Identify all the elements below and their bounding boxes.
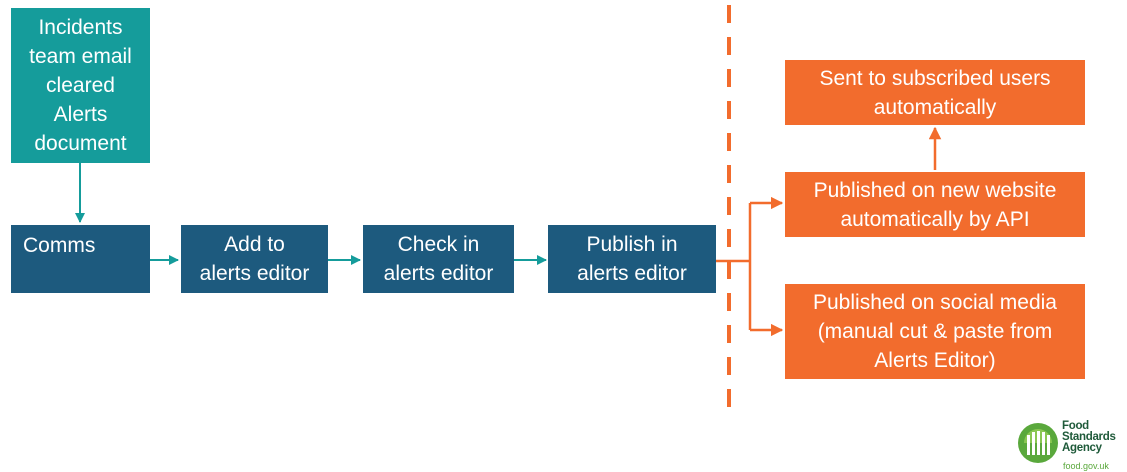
- food-standards-agency-logo: Food Standards Agency food.gov.uk: [1016, 419, 1126, 471]
- node-check-in-alerts-editor: Check in alerts editor: [363, 225, 514, 293]
- fsa-logo-icon: [1018, 423, 1058, 463]
- node-publish-in-alerts-editor: Publish in alerts editor: [548, 225, 716, 293]
- node-add-to-alerts-editor: Add to alerts editor: [181, 225, 328, 293]
- node-published-on-website: Published on new website automatically b…: [785, 172, 1085, 237]
- logo-url: food.gov.uk: [1063, 461, 1109, 471]
- node-incidents: Incidents team email cleared Alerts docu…: [11, 8, 150, 163]
- logo-name: Food Standards Agency: [1062, 420, 1116, 454]
- node-sent-to-subscribed-users: Sent to subscribed users automatically: [785, 60, 1085, 125]
- node-comms: Comms: [11, 225, 150, 293]
- node-published-on-social-media: Published on social media (manual cut & …: [785, 284, 1085, 379]
